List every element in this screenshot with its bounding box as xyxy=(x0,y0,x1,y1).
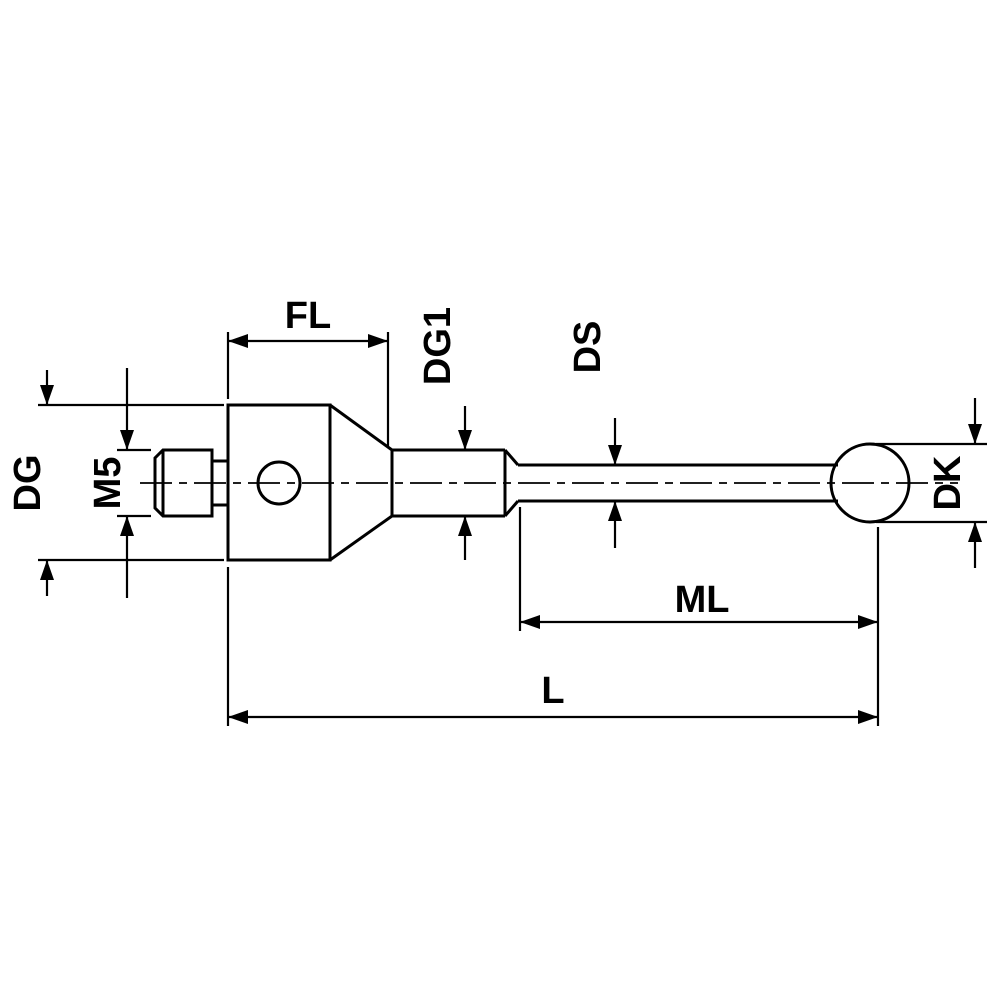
dim-dg1: DG1 xyxy=(417,307,472,560)
dg1-arrowhead-bottom xyxy=(458,516,472,536)
l-arrowhead-left xyxy=(228,710,248,724)
l-arrowhead-right xyxy=(858,710,878,724)
dg1-arrowhead-top xyxy=(458,430,472,450)
dim-label-ml: ML xyxy=(675,579,730,621)
dim-label-dg1: DG1 xyxy=(417,307,459,385)
dg-arrowhead-top xyxy=(40,385,54,405)
dg-arrowhead-bottom xyxy=(40,560,54,580)
fl-arrowhead-left xyxy=(228,334,248,348)
ball-tip xyxy=(829,442,911,524)
ds-arrowhead-top xyxy=(608,445,622,465)
taper-bottom-line xyxy=(329,514,393,562)
ml-arrowhead-left xyxy=(520,615,540,629)
fl-arrowhead-right xyxy=(368,334,388,348)
dim-m5: M5 xyxy=(87,368,151,598)
dk-arrowhead-bottom xyxy=(968,522,982,542)
dim-label-m5: M5 xyxy=(87,457,129,510)
m5-arrowhead-top xyxy=(120,430,134,450)
dim-label-ds: DS xyxy=(567,321,609,374)
dim-label-fl: FL xyxy=(285,295,331,337)
dk-arrowhead-top xyxy=(968,424,982,444)
dim-l: L xyxy=(226,527,880,726)
dim-dk: DK xyxy=(876,398,987,568)
dim-dg: DG xyxy=(7,370,224,596)
stem-chamfer-top-line xyxy=(503,449,520,466)
dim-label-dg: DG xyxy=(7,455,49,512)
taper-top-line xyxy=(329,403,393,452)
dim-fl: FL xyxy=(226,295,390,446)
m5-arrowhead-bottom xyxy=(120,516,134,536)
stem-chamfer-bottom-line xyxy=(503,500,520,517)
dim-label-dk: DK xyxy=(927,455,969,510)
dim-label-l: L xyxy=(541,670,564,712)
ml-arrowhead-right xyxy=(858,615,878,629)
dim-ds: DS xyxy=(567,321,622,548)
dim-ml: ML xyxy=(518,507,878,631)
stylus-outline xyxy=(153,403,911,562)
ds-arrowhead-bottom xyxy=(608,501,622,521)
holder-body xyxy=(226,403,332,562)
mounting-hole xyxy=(256,460,302,506)
